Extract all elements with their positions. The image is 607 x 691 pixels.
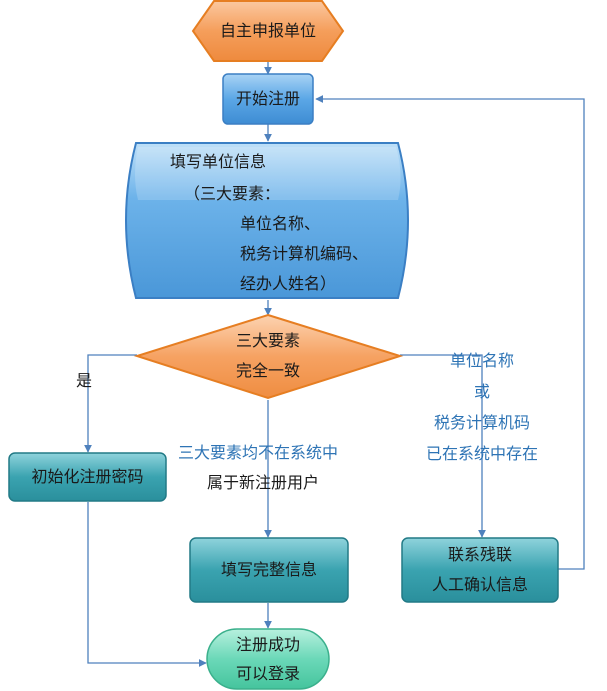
edge-label-partial-exist-line1: 单位名称 [449,351,514,370]
begin-register-label: 开始注册 [235,89,300,109]
init-password-node: 初始化注册密码 [9,453,166,501]
edge-label-partial-exist: 单位名称 或 税务计算机码 已在系统中存在 [400,345,564,469]
decision-node: 三大要素 完全一致 [200,326,336,386]
start-node: 自主申报单位 [193,1,343,61]
edge-label-partial-exist-line4: 已在系统中存在 [425,444,538,463]
contact-label-line2: 人工确认信息 [431,575,528,594]
contact-node: 联系残联 人工确认信息 [402,538,558,602]
success-node: 注册成功 可以登录 [207,629,329,689]
edge-label-partial-exist-line2: 或 [473,382,490,401]
contact-label-line1: 联系残联 [447,545,512,564]
init-password-label: 初始化注册密码 [31,467,144,487]
decision-label-line2: 完全一致 [235,361,300,380]
edge-label-none-exist-line1: 三大要素均不在系统中 [178,443,339,462]
edge-decision-to-contact [400,354,486,538]
edge-label-partial-exist-line3: 税务计算机码 [433,413,530,432]
success-label-line1: 注册成功 [235,635,300,654]
edge-label-none-exist-line2: 属于新注册用户 [207,473,320,492]
fill-info-line4: 税务计算机编码、 [240,244,369,263]
edge-contact-back-to-register [315,95,585,570]
edge-label-yes: 是 [76,371,93,390]
edge-decision-to-init-password [84,354,137,453]
fill-complete-node: 填写完整信息 [190,538,348,602]
fill-info-line2: （三大要素： [184,184,281,203]
edge-init-password-to-success [87,502,207,667]
fill-complete-label: 填写完整信息 [220,560,317,580]
decision-label-line1: 三大要素 [235,331,300,350]
start-label: 自主申报单位 [219,21,316,41]
begin-register-node: 开始注册 [223,74,313,124]
fill-info-line5: 经办人姓名） [240,274,337,293]
success-label-line2: 可以登录 [235,664,300,683]
fill-info-title: 填写单位信息 [170,152,267,171]
fill-info-line3: 单位名称、 [240,214,321,233]
